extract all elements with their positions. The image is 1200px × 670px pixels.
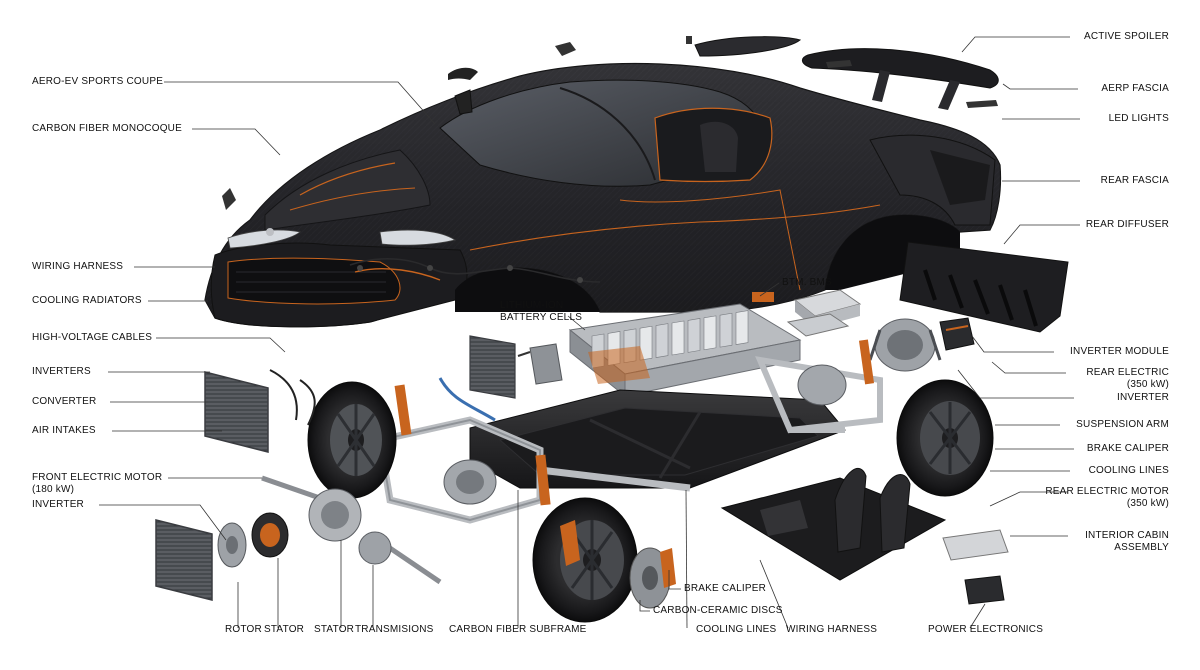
label-inverter-module: INVERTER MODULE <box>1070 346 1169 357</box>
battery-cell <box>655 323 669 358</box>
stator-2 <box>308 488 362 542</box>
battery-pack <box>568 303 802 398</box>
label-stator-1: STATOR <box>264 624 305 635</box>
active-spoiler <box>802 48 999 110</box>
inverter-module <box>939 317 975 351</box>
carbon-ceramic-disc <box>629 547 676 609</box>
label-cooling-lines-right: COOLING LINES <box>1088 465 1169 476</box>
label-interior-cabin-line2: ASSEMBLY <box>1114 542 1169 553</box>
aluminum-subframe <box>376 356 883 524</box>
label-brake-caliper-right: BRAKE CALIPER <box>1086 443 1169 454</box>
label-lithium-ion-battery-cells: LITHIUM-ION BATTERY CELLS <box>500 300 582 324</box>
label-cooling-radiators: COOLING RADIATORS <box>32 295 142 306</box>
roof-panel-floating <box>686 36 802 57</box>
label-aero-ev-sports-coupe: AERO-EV SPORTS COUPE <box>32 76 164 87</box>
label-rear-fascia: REAR FASCIA <box>1100 175 1169 186</box>
label-carbon-ceramic-discs: CARBON-CERAMIC DISCS <box>653 605 783 616</box>
label-rear-electric-motor: REAR ELECTRIC MOTOR (350 kW) <box>1045 486 1169 510</box>
bms-module <box>752 289 862 337</box>
label-wiring-harness-left: WIRING HARNESS <box>32 261 124 272</box>
battery-cell <box>687 318 701 353</box>
label-rear-electric: REAR ELECTRIC (350 kW) <box>1086 367 1169 391</box>
label-interior-cabin-assembly: INTERIOR CABIN ASSEMBLY <box>1085 530 1169 554</box>
label-active-spoiler: ACTIVE SPOILER <box>1083 31 1169 42</box>
label-rear-electric-motor-line2: (350 kW) <box>1126 498 1169 509</box>
rear-diffuser <box>899 241 1069 333</box>
label-aerp-fascia: AERP FASCIA <box>1101 83 1169 94</box>
car-body-shell <box>204 62 1002 328</box>
label-transmissions: TRANSMISIONS <box>355 624 434 635</box>
label-converter: CONVERTER <box>32 396 97 407</box>
label-suspension-arm: SUSPENSION ARM <box>1076 419 1169 430</box>
rear-electric-motor-top <box>868 318 942 372</box>
leader-lines <box>99 36 1080 629</box>
label-lithium-ion-line1: LITHIUM-ION <box>500 300 564 311</box>
wheel-front-right <box>532 497 638 623</box>
label-rotor: ROTOR <box>225 624 262 635</box>
label-inverter-left: INVERTER <box>32 499 84 510</box>
label-high-voltage-cables: HIGH-VOLTAGE CABLES <box>32 332 153 343</box>
label-inverter-right: INVERTER <box>1117 392 1169 403</box>
transmission <box>358 531 392 565</box>
suspension-dampers <box>394 339 875 506</box>
battery-cell <box>703 315 717 351</box>
inverter-unit-center <box>517 343 563 385</box>
interior-cabin <box>720 467 947 581</box>
wheel-rear-right <box>896 379 994 497</box>
label-front-electric-motor-line2: (180 kW) <box>32 484 75 495</box>
cooling-radiator-left <box>204 371 269 453</box>
label-carbon-fiber-subframe: CARBON FIBER SUBFRAME <box>449 624 587 635</box>
label-led-lights: LED LIGHTS <box>1108 113 1169 124</box>
label-brake-caliper-center: BRAKE CALIPER <box>684 583 767 594</box>
inverter-front-left <box>155 519 213 601</box>
label-interior-cabin-line1: INTERIOR CABIN <box>1085 530 1169 541</box>
label-inverters: INVERTERS <box>32 366 91 377</box>
small-floating-brackets <box>222 42 998 210</box>
wiring-harness <box>349 258 601 283</box>
label-front-electric-motor: FRONT ELECTRIC MOTOR (180 kW) <box>32 472 162 496</box>
stator-1 <box>251 512 289 558</box>
power-electronics <box>942 529 1009 605</box>
label-wiring-harness-bottom: WIRING HARNESS <box>786 624 878 635</box>
label-air-intakes: AIR INTAKES <box>32 425 96 436</box>
cooling-radiator-center <box>469 335 516 399</box>
battery-cell <box>719 312 733 348</box>
label-lithium-ion-line2: BATTERY CELLS <box>500 312 583 323</box>
label-carbon-fiber-monocoque: CARBON FIBER MONOCOQUE <box>32 123 182 134</box>
label-btm-bms: BTM. BMS <box>782 277 832 288</box>
label-rear-electric-line1: REAR ELECTRIC <box>1086 367 1169 378</box>
label-stator-2: STATOR <box>314 624 355 635</box>
label-power-electronics: POWER ELECTRONICS <box>928 624 1044 635</box>
wheel-front-left <box>307 381 397 499</box>
label-rear-diffuser: REAR DIFFUSER <box>1085 219 1169 230</box>
battery-cell <box>735 310 749 345</box>
rotor <box>217 522 247 568</box>
hv-cables <box>269 369 496 426</box>
label-rear-electric-motor-line1: REAR ELECTRIC MOTOR <box>1045 486 1169 497</box>
label-rear-electric-line2: (350 kW) <box>1126 379 1169 390</box>
battery-cell <box>671 320 685 356</box>
label-front-electric-motor-line1: FRONT ELECTRIC MOTOR <box>32 472 163 483</box>
label-cooling-lines-bottom: COOLING LINES <box>696 624 777 635</box>
carbon-floor-tub <box>469 389 846 489</box>
